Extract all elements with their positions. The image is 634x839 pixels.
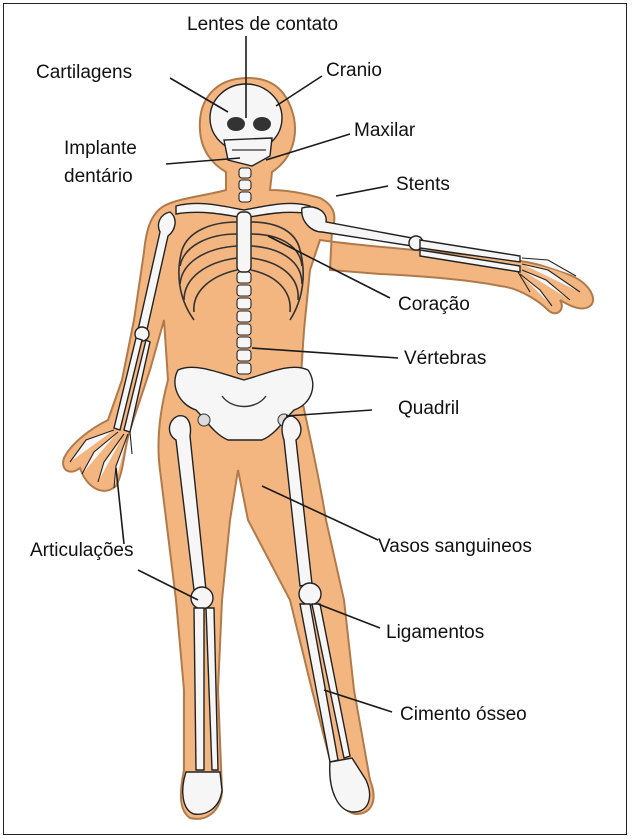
label-lentes-de-contato: Lentes de contato xyxy=(187,14,338,35)
label-coracao: Coração xyxy=(398,294,470,315)
label-stents: Stents xyxy=(396,174,450,195)
label-implante-line2: dentário xyxy=(64,166,133,187)
label-cranio: Cranio xyxy=(326,60,382,81)
label-cimento-osseo: Cimento ósseo xyxy=(400,704,527,725)
label-maxilar: Maxilar xyxy=(354,120,416,141)
label-implante-line1: Implante xyxy=(64,138,137,159)
label-vasos-sanguineos: Vasos sanguineos xyxy=(378,536,532,557)
sternum xyxy=(237,212,251,272)
label-ligamentos: Ligamentos xyxy=(386,622,484,643)
label-articulacoes: Articulações xyxy=(30,540,134,561)
label-vertebras: Vértebras xyxy=(404,348,486,369)
label-quadril: Quadril xyxy=(398,398,459,419)
label-cartilagens: Cartilagens xyxy=(36,62,132,83)
right-knee xyxy=(299,583,321,605)
eye-socket-right xyxy=(253,117,271,131)
eye-socket-left xyxy=(227,117,245,131)
